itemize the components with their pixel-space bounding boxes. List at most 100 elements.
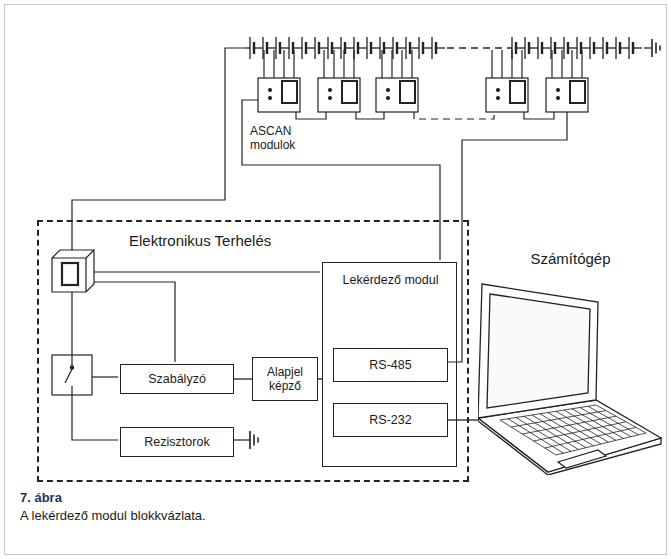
battery-wire xyxy=(293,47,302,48)
box-label: Szabályzó xyxy=(143,372,211,387)
module-led xyxy=(329,89,332,92)
battery-wire xyxy=(594,47,603,48)
battery-wire xyxy=(436,47,445,48)
keyboard-keys xyxy=(580,408,631,437)
battery-wire xyxy=(568,47,577,48)
battery-wire xyxy=(358,47,367,48)
laptop-drawing xyxy=(478,250,663,475)
cell-wire xyxy=(561,50,562,78)
ascan-module xyxy=(376,78,418,112)
keyboard-keys xyxy=(572,409,624,439)
part-label: ASCAN modulok xyxy=(250,124,310,153)
process-box: Alapjel képző xyxy=(252,357,318,401)
battery-cell xyxy=(576,37,577,59)
cell-wire xyxy=(391,50,392,78)
battery-wire xyxy=(581,47,590,48)
module-chain xyxy=(414,112,494,119)
battery-cell xyxy=(249,37,250,59)
battery-cell xyxy=(431,37,432,59)
module-connector xyxy=(282,81,297,103)
battery-cell xyxy=(524,37,525,59)
battery-cell xyxy=(563,37,564,59)
module-connector xyxy=(342,81,357,103)
sensor-wire xyxy=(71,290,72,355)
battery-wire xyxy=(345,47,354,48)
current-sensor xyxy=(52,250,94,292)
battery-cell xyxy=(537,37,538,59)
computer-icon: Számítógép xyxy=(478,250,663,475)
keyboard-keys xyxy=(500,405,646,455)
battery-cell xyxy=(379,37,380,59)
battery-wire xyxy=(555,47,564,48)
keyboard-keys xyxy=(588,406,639,435)
battery-cell xyxy=(314,37,315,59)
box-heading: Elektronikus Terhelés xyxy=(129,232,271,250)
switch-symbol xyxy=(65,355,72,395)
box-heading: Számítógép xyxy=(478,250,663,268)
battery-wire xyxy=(529,47,538,48)
module-led xyxy=(269,89,272,92)
battery-wire xyxy=(280,47,289,48)
ground-symbol xyxy=(655,43,657,54)
cell-wire xyxy=(401,50,402,78)
battery-wire xyxy=(607,47,616,48)
ground-lead xyxy=(644,47,652,48)
battery-cell xyxy=(275,37,276,59)
cell-wire xyxy=(511,50,512,78)
battery-wire xyxy=(332,47,341,48)
battery-wire xyxy=(516,47,525,48)
keyboard-keys xyxy=(524,416,579,449)
battery-wire xyxy=(542,47,551,48)
load-wire xyxy=(72,395,118,440)
module-connector xyxy=(400,81,415,103)
figure-frame xyxy=(5,5,667,555)
box-label: RS-232 xyxy=(364,413,416,428)
battery-cell xyxy=(628,37,629,59)
battery-wire xyxy=(397,47,406,48)
battery-wire xyxy=(267,47,276,48)
battery-wire xyxy=(620,47,629,48)
battery-gap xyxy=(447,47,512,48)
module-led xyxy=(387,97,390,100)
figure-number: 7. ábra xyxy=(20,490,320,506)
module-led xyxy=(269,97,272,100)
keyboard-keys xyxy=(508,419,564,453)
process-box: RS-485 xyxy=(333,348,448,382)
cell-wire xyxy=(263,50,264,78)
ground-symbol xyxy=(249,431,251,449)
module-connector xyxy=(570,81,585,103)
battery-cell xyxy=(405,37,406,59)
ground-symbol xyxy=(659,46,661,51)
bus-wire xyxy=(242,100,440,260)
group-box: RS-485RS-232Lekérdező modulSzabályzóAlap… xyxy=(37,220,469,482)
module-led xyxy=(329,97,332,100)
module-led xyxy=(387,89,390,92)
battery-wire xyxy=(245,47,250,48)
ascan-module xyxy=(546,78,588,112)
ground-symbol xyxy=(651,39,653,57)
module-led xyxy=(557,97,560,100)
battery-cell xyxy=(418,37,419,59)
cell-wire xyxy=(501,50,502,78)
laptop-display xyxy=(487,294,590,408)
keyboard-keys xyxy=(532,415,586,448)
module-led xyxy=(557,89,560,92)
module-chain xyxy=(296,112,326,119)
sensor-wire xyxy=(92,282,175,362)
control-wire xyxy=(92,376,118,377)
battery-wire xyxy=(410,47,419,48)
ascan-modules xyxy=(258,50,588,119)
battery-wire xyxy=(633,47,642,48)
keyboard-keys xyxy=(596,405,646,433)
battery-cell xyxy=(327,37,328,59)
cell-wire xyxy=(411,50,412,78)
cell-wire xyxy=(551,50,552,78)
current-sensor xyxy=(52,250,94,292)
cell-wire xyxy=(323,50,324,78)
keyboard-keys xyxy=(564,410,616,440)
cell-wire xyxy=(581,50,582,78)
battery-wire xyxy=(254,47,263,48)
keyboard-keys xyxy=(556,411,609,442)
switch-symbol xyxy=(70,366,73,369)
